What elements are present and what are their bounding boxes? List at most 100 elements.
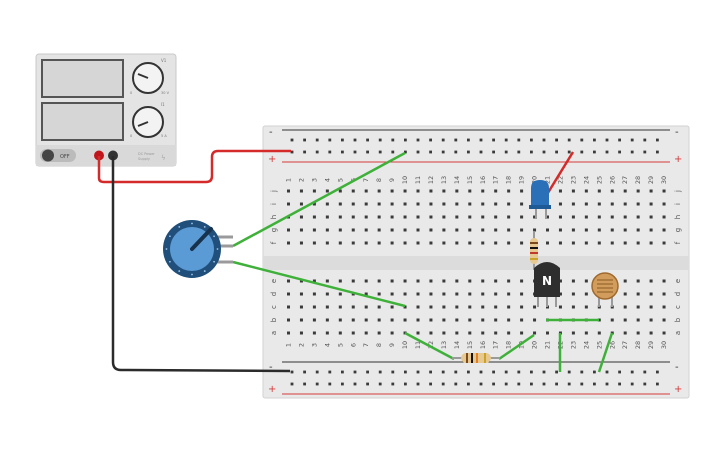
hole-f26[interactable] (610, 241, 614, 245)
hole-a16[interactable] (481, 331, 485, 335)
hole-d2[interactable] (299, 292, 303, 296)
hole-i8[interactable] (377, 202, 381, 206)
rail-hole[interactable] (467, 382, 470, 386)
rail-hole[interactable] (580, 150, 584, 154)
hole-i3[interactable] (312, 202, 316, 206)
hole-a7[interactable] (364, 331, 368, 335)
hole-j7[interactable] (364, 189, 368, 193)
hole-a21[interactable] (546, 331, 549, 335)
hole-e27[interactable] (623, 279, 627, 283)
hole-e23[interactable] (571, 279, 575, 283)
rail-hole[interactable] (416, 150, 420, 154)
rail-hole[interactable] (492, 138, 495, 142)
rail-hole[interactable] (492, 150, 495, 154)
hole-e6[interactable] (351, 279, 355, 283)
negative-terminal[interactable] (108, 150, 118, 161)
pot-to-positive-rail-wire[interactable] (232, 151, 406, 248)
hole-i14[interactable] (455, 202, 459, 206)
hole-c3[interactable] (312, 305, 316, 309)
hole-c9[interactable] (390, 305, 394, 309)
rail-hole[interactable] (593, 150, 596, 154)
hole-a26[interactable] (610, 331, 614, 335)
rail-hole[interactable] (328, 138, 332, 142)
rail-hole[interactable] (366, 138, 369, 142)
rail-hole[interactable] (441, 138, 445, 142)
hole-d18[interactable] (507, 292, 511, 296)
hole-b13[interactable] (442, 318, 446, 322)
hole-f15[interactable] (468, 241, 472, 245)
rail-hole[interactable] (441, 150, 445, 154)
rail-hole[interactable] (605, 138, 609, 142)
rail-hole[interactable] (290, 138, 294, 142)
rail-hole[interactable] (555, 150, 558, 154)
hole-j29[interactable] (649, 189, 653, 193)
rail-hole[interactable] (492, 370, 495, 374)
hole-b25[interactable] (597, 318, 601, 322)
hole-h16[interactable] (481, 215, 485, 219)
hole-b10[interactable] (403, 318, 407, 322)
potentiometer[interactable] (163, 220, 233, 278)
hole-c11[interactable] (416, 305, 420, 309)
breadboard-holes[interactable] (287, 138, 666, 386)
hole-c29[interactable] (649, 305, 653, 309)
rail-hole[interactable] (492, 382, 495, 386)
rail-hole[interactable] (416, 382, 420, 386)
rail-hole[interactable] (315, 150, 319, 154)
hole-j4[interactable] (325, 189, 329, 193)
rail-hole[interactable] (580, 138, 584, 142)
hole-e7[interactable] (364, 279, 368, 283)
photoresistor[interactable] (591, 272, 619, 307)
hole-c14[interactable] (455, 305, 459, 309)
rail-hole[interactable] (643, 370, 647, 374)
rail-hole[interactable] (605, 370, 609, 374)
rail-hole[interactable] (530, 382, 533, 386)
hole-i30[interactable] (662, 202, 666, 206)
hole-a18[interactable] (507, 331, 511, 335)
rail-hole[interactable] (605, 382, 609, 386)
hole-j11[interactable] (416, 189, 420, 193)
hole-a12[interactable] (429, 331, 433, 335)
hole-i7[interactable] (364, 202, 368, 206)
hole-d16[interactable] (481, 292, 485, 296)
rail-hole[interactable] (341, 150, 344, 154)
hole-h13[interactable] (442, 215, 446, 219)
hole-i16[interactable] (481, 202, 485, 206)
rail-hole[interactable] (618, 370, 621, 374)
hole-g13[interactable] (442, 228, 446, 232)
positive-terminal[interactable] (94, 150, 104, 161)
hole-a15[interactable] (468, 331, 472, 335)
rail-hole[interactable] (441, 382, 445, 386)
hole-e14[interactable] (455, 279, 459, 283)
hole-h20[interactable] (533, 215, 537, 219)
rail-hole[interactable] (290, 370, 294, 374)
hole-d29[interactable] (649, 292, 653, 296)
rail-hole[interactable] (618, 382, 621, 386)
hole-f4[interactable] (325, 241, 329, 245)
hole-g30[interactable] (662, 228, 666, 232)
hole-e18[interactable] (507, 279, 511, 283)
hole-e1[interactable] (287, 279, 290, 283)
hole-d24[interactable] (584, 292, 588, 296)
rail-hole[interactable] (530, 370, 533, 374)
hole-a20[interactable] (533, 331, 537, 335)
base-resistor-right-wire[interactable] (498, 333, 535, 361)
rail-hole[interactable] (567, 150, 571, 154)
hole-i28[interactable] (636, 202, 640, 206)
hole-e16[interactable] (481, 279, 485, 283)
hole-e13[interactable] (442, 279, 446, 283)
hole-f21[interactable] (546, 241, 549, 245)
hole-e3[interactable] (312, 279, 316, 283)
hole-f17[interactable] (494, 241, 498, 245)
hole-g19[interactable] (520, 228, 524, 232)
rail-hole[interactable] (341, 382, 344, 386)
hole-g4[interactable] (325, 228, 329, 232)
rail-hole[interactable] (315, 370, 319, 374)
hole-j2[interactable] (299, 189, 303, 193)
rail-hole[interactable] (366, 382, 369, 386)
hole-h4[interactable] (325, 215, 329, 219)
hole-g8[interactable] (377, 228, 381, 232)
hole-j30[interactable] (662, 189, 666, 193)
rail-hole[interactable] (467, 138, 470, 142)
hole-f24[interactable] (584, 241, 588, 245)
rail-hole[interactable] (328, 150, 332, 154)
